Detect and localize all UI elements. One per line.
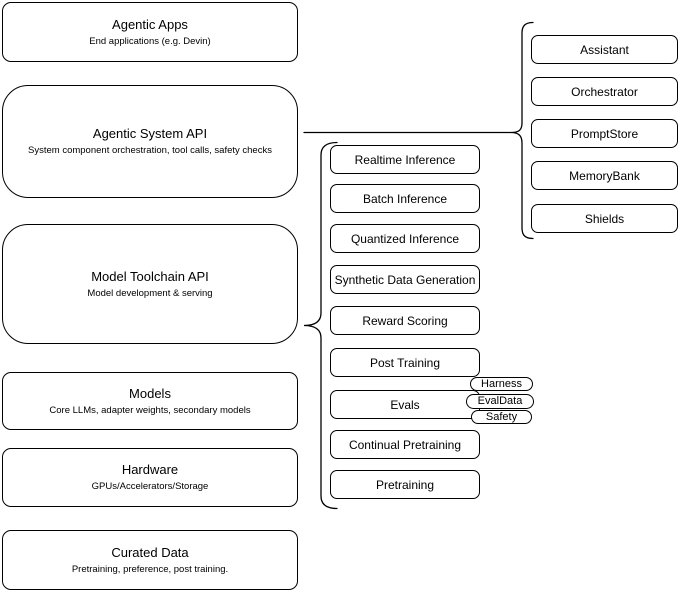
node-subtitle: Pretraining, preference, post training. [71,563,229,575]
tag-harness: Harness [470,377,533,391]
node-curated-data: Curated Data Pretraining, preference, po… [2,530,298,590]
node-label: Assistant [580,42,629,57]
node-title: Models [129,385,171,401]
node-pretraining: Pretraining [330,470,480,499]
tag-evaldata: EvalData [466,394,534,409]
node-label: Realtime Inference [354,152,456,167]
node-models: Models Core LLMs, adapter weights, secon… [2,372,298,430]
node-label: Post Training [369,355,441,370]
node-label: Quantized Inference [350,231,460,246]
node-label: Orchestrator [571,84,638,99]
node-label: Shields [584,211,625,226]
toolchain-brace [303,141,338,510]
node-model-toolchain-api: Model Toolchain API Model development & … [2,224,298,344]
node-title: Agentic System API [92,126,208,141]
node-title: Hardware [121,462,179,477]
node-subtitle: GPUs/Accelerators/Storage [91,481,209,492]
node-batch-inference: Batch Inference [330,184,480,213]
node-reward-scoring: Reward Scoring [330,306,480,335]
node-label: Batch Inference [362,191,448,206]
node-hardware: Hardware GPUs/Accelerators/Storage [2,448,298,507]
node-title: Curated Data [111,544,189,560]
node-agentic-system-api: Agentic System API System component orch… [2,85,298,198]
node-title: Model Toolchain API [91,268,209,284]
node-label: PromptStore [570,126,639,141]
node-memorybank: MemoryBank [531,161,678,190]
system-components-brace [510,21,534,240]
node-post-training: Post Training [330,348,480,377]
node-label: Continual Pretraining [348,437,462,452]
node-agentic-apps: Agentic Apps End applications (e.g. Devi… [2,2,298,62]
node-label: Pretraining [375,477,435,492]
tag-safety: Safety [471,410,532,424]
node-synthetic-data-generation: Synthetic Data Generation [330,265,480,294]
node-label: Synthetic Data Generation [334,272,476,287]
node-subtitle: Model development & serving [87,287,213,299]
node-label: Evals [390,397,420,412]
node-quantized-inference: Quantized Inference [330,224,480,253]
node-shields: Shields [531,204,678,233]
node-assistant: Assistant [531,35,678,64]
node-realtime-inference: Realtime Inference [330,145,480,174]
node-continual-pretraining: Continual Pretraining [330,430,480,459]
node-subtitle: System component orchestration, tool cal… [28,145,272,156]
node-label: MemoryBank [569,168,640,183]
node-title: Agentic Apps [112,16,188,32]
node-subtitle: Core LLMs, adapter weights, secondary mo… [49,404,251,416]
node-promptstore: PromptStore [531,119,678,148]
node-orchestrator: Orchestrator [531,77,678,106]
node-subtitle: End applications (e.g. Devin) [89,35,211,47]
node-evals: Evals [330,390,480,419]
node-label: Reward Scoring [362,313,448,328]
